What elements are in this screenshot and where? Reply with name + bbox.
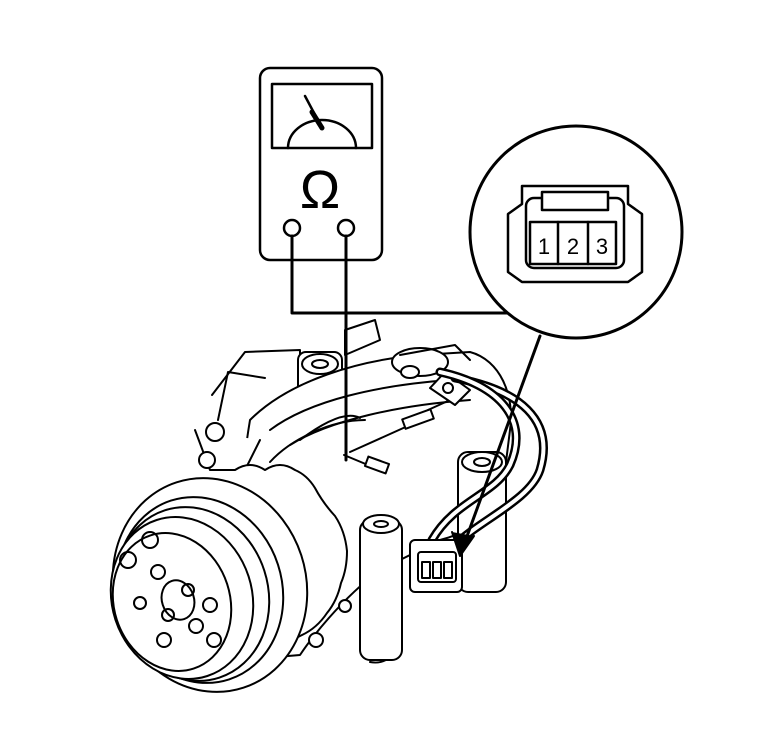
- ac-compressor-icon: [109, 319, 512, 693]
- compressor-harness: [427, 367, 548, 550]
- compressor-connector: [409, 539, 463, 593]
- ohm-symbol: Ω: [300, 160, 340, 220]
- connector-pin-3: 3: [596, 234, 608, 259]
- connector-pin-1: 1: [538, 234, 550, 259]
- ohmmeter-icon: [258, 66, 384, 262]
- connector-detail-callout: [451, 124, 684, 557]
- connector-pin-2: 2: [567, 234, 579, 259]
- connector-icon: [506, 184, 644, 284]
